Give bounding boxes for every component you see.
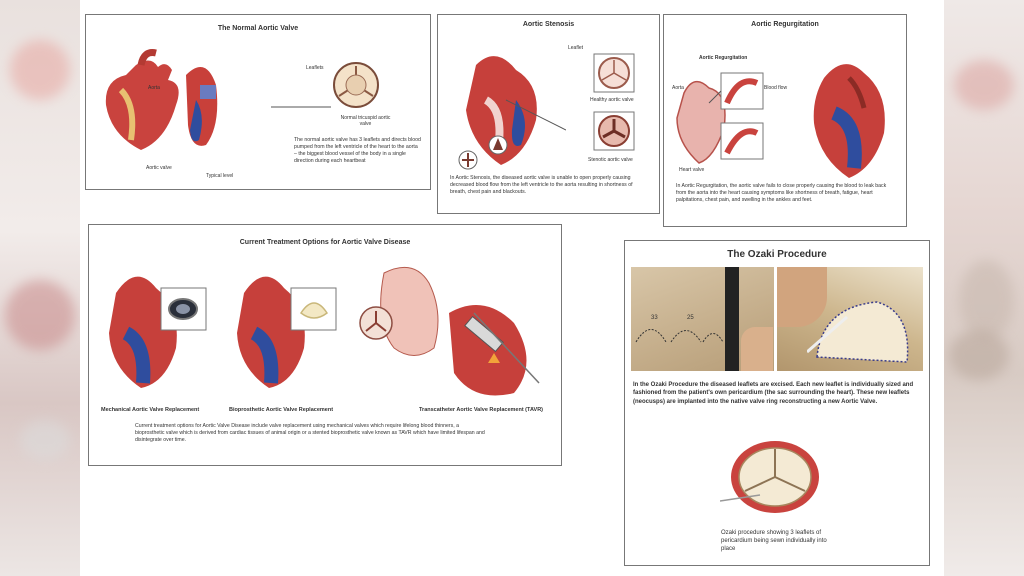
blurred-heart <box>954 60 1014 110</box>
gloved-hand <box>741 327 773 371</box>
heart-illustration <box>105 49 218 150</box>
label-aorta: Aorta <box>148 85 160 91</box>
blurred-shape <box>949 330 1009 380</box>
label-leaflets: Leaflets <box>306 65 324 71</box>
panel-treatment-options: Current Treatment Options for Aortic Val… <box>88 224 562 466</box>
label-inner-title: Aortic Regurgitation <box>699 55 748 61</box>
panel-title: The Ozaki Procedure <box>727 249 827 260</box>
healthy-valve-illustration <box>593 53 635 93</box>
sizer-arcs <box>635 329 724 343</box>
mechanical-valve-heart <box>109 276 207 388</box>
label-heart-valve: Heart valve <box>679 167 705 173</box>
label-normal-valve: Normal tricuspid aortic valve <box>340 115 391 127</box>
panel-title: Aortic Stenosis <box>522 21 575 28</box>
panel-title: Aortic Regurgitation <box>751 21 819 28</box>
blurred-heart <box>5 280 75 350</box>
tavr-illustration <box>359 266 540 396</box>
panel-caption: In Aortic Stenosis, the diseased aortic … <box>450 175 633 195</box>
panel-ozaki-procedure: The Ozaki Procedure 33 25 In the Ozaki P… <box>624 240 930 566</box>
slide: The Normal Aortic Valve Aorta Aortic val… <box>80 0 944 576</box>
label-leaflet: Leaflet <box>568 45 584 51</box>
ozaki-valve-illustration <box>720 441 819 513</box>
sizer-photo: 33 25 <box>631 267 774 371</box>
stenotic-valve-illustration <box>593 111 635 151</box>
heart-illustration <box>813 64 885 178</box>
bioprosthetic-valve-heart <box>237 276 337 388</box>
ruler-strip <box>725 267 739 371</box>
gloved-hand <box>777 267 827 327</box>
label-bioprosthetic: Bioprosthetic Aortic Valve Replacement <box>229 407 334 413</box>
label-mechanical: Mechanical Aortic Valve Replacement <box>101 407 200 413</box>
label-aortic-valve: Aortic valve <box>146 165 172 171</box>
panel-caption: In Aortic Regurgitation, the aortic valv… <box>676 183 887 203</box>
label-typical: Typical level <box>206 173 234 179</box>
blurred-heart <box>10 40 70 100</box>
label-tavr: Transcatheter Aortic Valve Replacement (… <box>419 407 543 413</box>
pericardium-leaflet <box>807 301 909 363</box>
label-stenotic-valve: Stenotic aortic valve <box>588 157 633 163</box>
label-blood-flow: Blood flow <box>764 85 788 91</box>
figure-caption: Ozaki procedure showing 3 leaflets of pe… <box>721 530 827 552</box>
background-left <box>0 0 80 576</box>
panel-caption: The normal aortic valve has 3 leaflets a… <box>294 137 421 164</box>
label-healthy-valve: Healthy aortic valve <box>590 97 634 103</box>
regurgitation-illustration <box>676 72 764 164</box>
background-right <box>944 0 1024 576</box>
connector-line <box>271 106 331 108</box>
panel-normal-valve: The Normal Aortic Valve Aorta Aortic val… <box>85 14 431 190</box>
panel-aortic-stenosis: Aortic Stenosis Leaflet Healthy aortic v… <box>437 14 660 214</box>
sizer-number: 25 <box>687 315 694 321</box>
suturing-photo <box>777 267 923 371</box>
blurred-shape <box>20 420 70 460</box>
panel-title: The Normal Aortic Valve <box>217 25 299 32</box>
panel-aortic-regurgitation: Aortic Regurgitation Aortic Regurgitatio… <box>663 14 907 227</box>
panel-caption: In the Ozaki Procedure the diseased leaf… <box>633 382 914 405</box>
heart-cross-section <box>458 56 566 170</box>
panel-title: Current Treatment Options for Aortic Val… <box>239 239 411 246</box>
label-aorta: Aorta <box>672 85 684 91</box>
blurred-shape <box>959 260 1014 340</box>
panel-caption: Current treatment options for Aortic Val… <box>135 423 485 443</box>
normal-valve-illustration <box>333 62 379 108</box>
sizer-number: 33 <box>651 315 658 321</box>
